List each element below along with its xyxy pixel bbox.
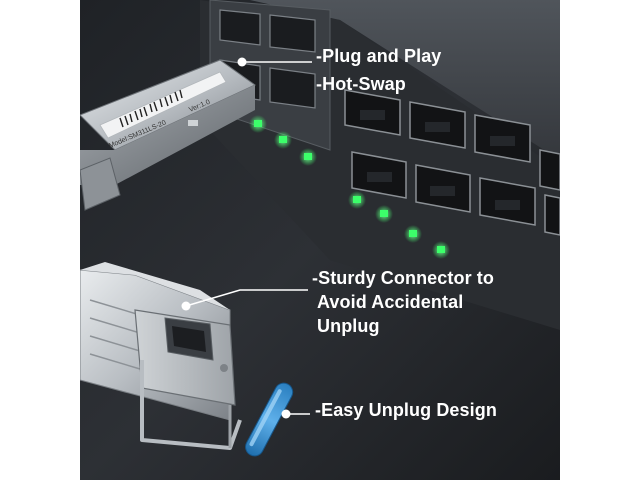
barcode [119, 89, 183, 128]
product-photo: Model:SM311LS-20 Ver:1.0 [80, 0, 560, 480]
sfp-module-upper: Model:SM311LS-20 Ver:1.0 [80, 59, 256, 211]
switch-top-plate [250, 0, 560, 160]
rj45-port-inner-shadows [360, 110, 520, 210]
port-status-leds [249, 115, 450, 259]
callout-plug-and-play: -Plug and Play [316, 46, 442, 66]
callout-sturdy-line-2: Avoid Accidental [317, 292, 464, 312]
callout-sturdy-connector: -Sturdy Connector to Avoid Accidental Un… [312, 266, 494, 338]
heatsink-ridges [89, 299, 141, 370]
callout-easy-unplug: -Easy Unplug Design [315, 400, 497, 420]
sfp-module-lower [80, 262, 294, 457]
callout-sturdy-line-1: -Sturdy Connector to [312, 268, 494, 288]
callout-sturdy-line-3: Unplug [317, 316, 380, 336]
sfp-switch-illustration: Model:SM311LS-20 Ver:1.0 [80, 0, 560, 480]
callout-hot-swap: -Hot-Swap [316, 74, 406, 94]
blue-pull-tab [245, 382, 294, 457]
bail-latch-wire [140, 360, 242, 450]
